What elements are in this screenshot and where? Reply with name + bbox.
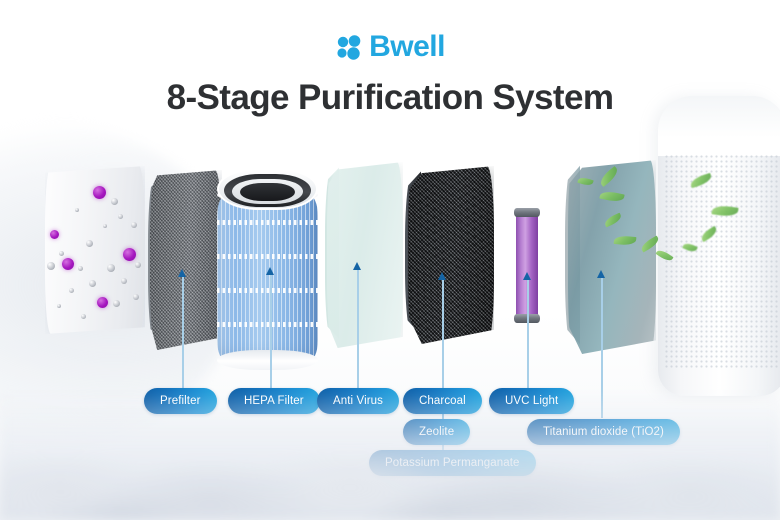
dust-particle — [107, 264, 115, 272]
uvc-cap-top — [514, 208, 540, 217]
brand-logo: Bwell — [0, 32, 780, 62]
dust-particle — [75, 208, 79, 212]
dirty-air-panel — [45, 166, 145, 334]
background-mist — [0, 390, 780, 520]
hepa-filter-cylinder — [215, 168, 320, 370]
germ-particle — [62, 258, 74, 270]
dust-particle — [118, 214, 123, 219]
hepa-band — [217, 322, 318, 327]
connector-uvc — [527, 280, 529, 388]
hepa-band — [217, 254, 318, 259]
air-purifier-body — [658, 96, 780, 396]
germ-particle — [97, 297, 108, 308]
dust-particle — [121, 278, 127, 284]
dust-particle — [86, 240, 93, 247]
dust-particle — [78, 266, 83, 271]
dust-particle — [81, 314, 86, 319]
arrow-head-uvc — [523, 272, 531, 280]
brand-name: Bwell — [369, 30, 445, 63]
hepa-bottom-rim — [217, 350, 318, 370]
connector-tio2 — [601, 278, 603, 418]
antivirus-panel — [327, 162, 403, 348]
dust-particle — [131, 222, 137, 228]
dust-particle — [133, 294, 139, 300]
dust-particle — [111, 198, 118, 205]
tio2-panel — [568, 160, 656, 354]
connector-prefilter — [182, 277, 184, 388]
arrow-head-tio2 — [597, 270, 605, 278]
dust-particle — [89, 280, 96, 287]
germ-particle — [123, 248, 136, 261]
dust-particle — [57, 304, 61, 308]
connector-antivirus — [357, 270, 359, 388]
uvc-tube — [516, 212, 538, 318]
arrow-head-prefilter — [178, 269, 186, 277]
page-title: 8-Stage Purification System — [166, 78, 614, 117]
germ-particle — [50, 230, 59, 239]
hepa-band — [217, 288, 318, 293]
arrow-head-charcoal — [438, 272, 446, 280]
purifier-top — [658, 96, 780, 156]
connector-charcoal — [442, 280, 444, 388]
arrow-head-hepa — [266, 267, 274, 275]
charcoal-honeycomb-panel — [408, 166, 494, 344]
connector-hepa — [270, 275, 272, 388]
four-circles-logo-icon — [337, 35, 361, 60]
prefilter-mesh-panel — [150, 170, 222, 350]
dust-particle — [59, 251, 64, 256]
purifier-grille-mesh — [664, 154, 780, 370]
hepa-band — [217, 220, 318, 225]
dust-particle — [113, 300, 120, 307]
dust-particle — [103, 224, 107, 228]
arrow-head-antivirus — [353, 262, 361, 270]
hepa-cap-core — [240, 183, 295, 201]
dust-particle — [47, 262, 55, 270]
germ-particle — [93, 186, 106, 199]
dust-particle — [135, 262, 141, 268]
dust-particle — [69, 288, 74, 293]
